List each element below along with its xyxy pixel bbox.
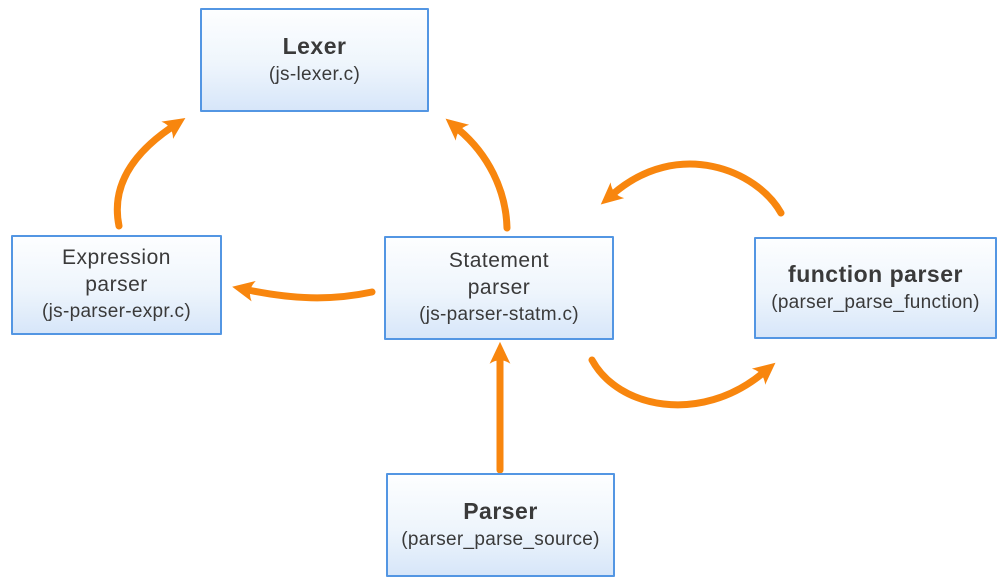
node-statement-parser-subtitle: (js-parser-statm.c) (419, 303, 579, 325)
node-expression-parser-title: Expression parser (62, 246, 171, 296)
node-function-parser-title: function parser (788, 261, 963, 288)
arrow-expression-parser-to-lexer (113, 117, 186, 230)
arrow-statement-parser-to-function-parser (588, 356, 776, 409)
arrow-statement-parser-to-lexer (445, 118, 511, 232)
node-function-parser-subtitle: (parser_parse_function) (771, 292, 980, 314)
node-statement-parser-title: Statement parser (448, 249, 550, 299)
arrow-function-parser-to-statement-parser (600, 160, 785, 217)
arrow-statement-parser-to-expression-parser (232, 280, 376, 302)
node-parser-subtitle: (parser_parse_source) (401, 529, 600, 551)
node-lexer-subtitle: (js-lexer.c) (268, 64, 361, 86)
node-expression-parser: Expression parser (js-parser-expr.c) (11, 235, 222, 335)
node-parser: Parser (parser_parse_source) (386, 473, 615, 577)
node-expression-parser-subtitle: (js-parser-expr.c) (42, 300, 191, 322)
node-function-parser: function parser (parser_parse_function) (754, 237, 997, 339)
node-parser-title: Parser (463, 498, 538, 525)
node-statement-parser: Statement parser (js-parser-statm.c) (384, 236, 614, 340)
node-lexer-title: Lexer (282, 33, 347, 60)
node-lexer: Lexer (js-lexer.c) (200, 8, 429, 112)
